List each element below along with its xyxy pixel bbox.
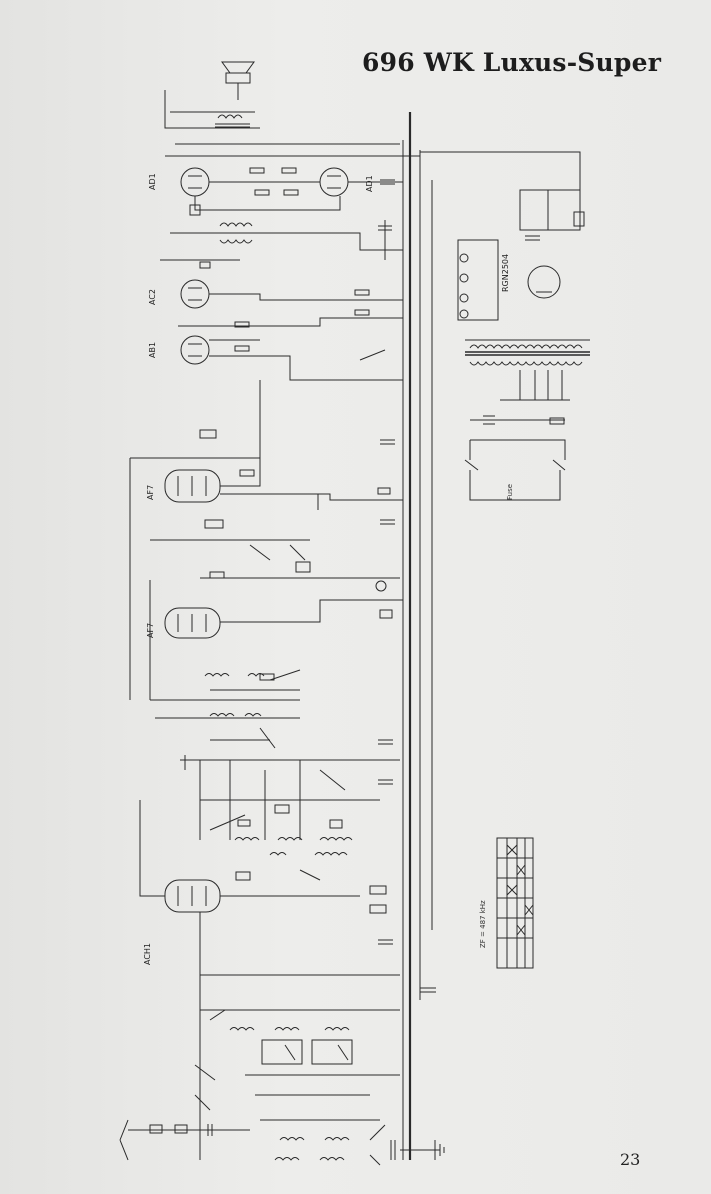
ground-icon <box>434 1140 445 1160</box>
page-title: 696 WK Luxus-Super <box>362 48 662 77</box>
tube-af7-lower <box>164 607 221 639</box>
tube-label: AD1 <box>148 173 157 190</box>
tube-ad1-left <box>180 167 210 197</box>
tube-ab1 <box>180 335 210 365</box>
tube-ac2 <box>180 279 210 309</box>
indicator-lamp <box>375 580 387 592</box>
tube-label: AF7 <box>146 623 155 638</box>
tube-label: RGN2504 <box>501 254 510 292</box>
tube-rgn2504 <box>527 265 561 299</box>
antenna-icon <box>119 1119 129 1161</box>
switch-table <box>496 837 534 969</box>
tube-label: AC2 <box>148 289 157 305</box>
speaker-icon <box>225 72 251 84</box>
tube-ad1-right <box>319 167 349 197</box>
tube-label: ACH1 <box>143 943 152 965</box>
fuse-label: Fuse <box>506 484 514 500</box>
page-number: 23 <box>620 1150 641 1169</box>
tube-label: AF7 <box>146 485 155 500</box>
lamp-bank <box>457 239 499 321</box>
tube-label: AD1 <box>365 175 374 192</box>
zf-label: ZF = 487 kHz <box>479 900 487 948</box>
tube-label: AB1 <box>148 342 157 358</box>
